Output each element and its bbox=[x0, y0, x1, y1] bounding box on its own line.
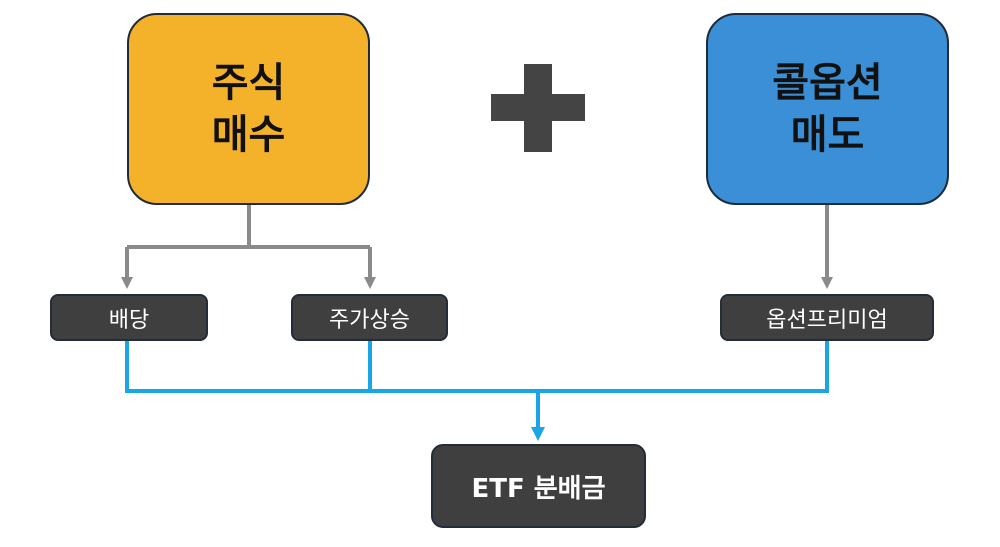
call-sell-line1: 콜옵션 bbox=[772, 60, 883, 106]
stock-buy-line2: 매수 bbox=[211, 112, 286, 158]
distribution-connector bbox=[125, 341, 829, 441]
etf-distribution-box: ETF 분배금 bbox=[431, 444, 646, 528]
plus-icon bbox=[491, 64, 585, 152]
dividend-box: 배당 bbox=[50, 294, 208, 341]
option-premium-box: 옵션프리미엄 bbox=[720, 294, 934, 341]
price-rise-box: 주가상승 bbox=[291, 294, 448, 341]
stock-buy-box: 주식 매수 bbox=[127, 13, 370, 205]
call-sell-line2: 매도 bbox=[790, 112, 865, 158]
stock-buy-line1: 주식 bbox=[211, 60, 286, 106]
stock-connector bbox=[121, 205, 376, 289]
call-sell-box: 콜옵션 매도 bbox=[706, 13, 949, 205]
